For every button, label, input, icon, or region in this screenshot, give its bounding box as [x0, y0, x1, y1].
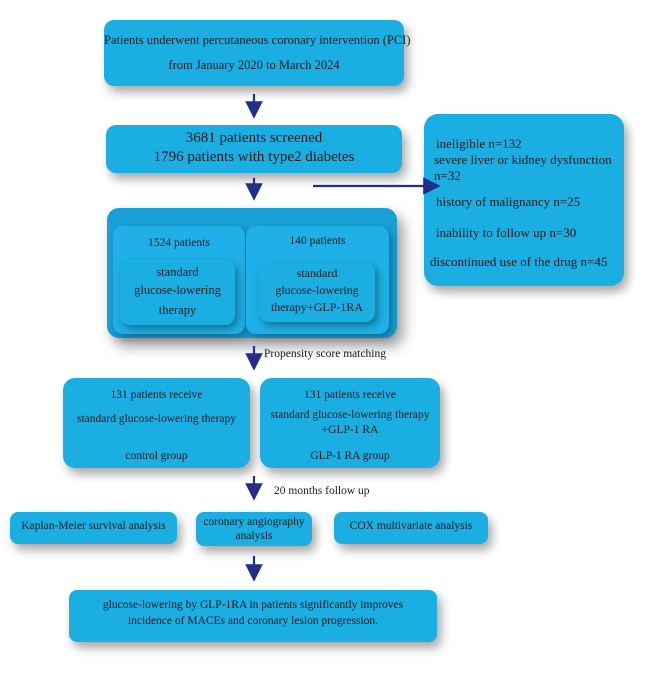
groups-container: 1524 patients standard glucose-lowering … — [107, 208, 397, 338]
glp1-line4: GLP-1 RA group — [310, 450, 390, 462]
angiography-box: coronary angiography analysis — [196, 512, 312, 546]
pci-patients-box: Patients underwent percutaneous coronary… — [104, 20, 411, 86]
exclusion-follow-up: inability to follow up n=30 — [436, 225, 577, 240]
conclusion-line1: glucose-lowering by GLP-1RA in patients … — [102, 599, 404, 611]
pci-line-1: Patients underwent percutaneous coronary… — [104, 33, 411, 47]
pci-line-2: from January 2020 to March 2024 — [168, 58, 340, 72]
group-right-therapy-line3: therapy+GLP-1RA — [270, 300, 364, 314]
diabetes-count: 1796 patients with type2 diabetes — [153, 149, 355, 165]
cox-analysis-label: COX multivariate analysis — [349, 520, 473, 532]
group-right-count: 140 patients — [289, 235, 346, 247]
cox-analysis-box: COX multivariate analysis — [334, 512, 488, 544]
group-left-therapy-line1: standard — [156, 265, 199, 279]
glp1-line2: standard glucose-lowering therapy — [270, 409, 430, 421]
control-line3: control group — [125, 450, 188, 462]
control-line2: standard glucose-lowering therapy — [76, 413, 237, 425]
group-left-card: 1524 patients standard glucose-lowering … — [113, 226, 245, 334]
angiography-line2: analysis — [235, 530, 273, 542]
km-analysis-label: Kaplan-Meier survival analysis — [21, 520, 166, 532]
conclusion-box: glucose-lowering by GLP-1RA in patients … — [69, 590, 437, 642]
glp1-line3: +GLP-1 RA — [321, 424, 379, 436]
exclusion-liver-kidney-count: n=32 — [434, 168, 461, 183]
exclusion-liver-kidney: severe liver or kidney dysfunction — [434, 152, 612, 167]
km-analysis-box: Kaplan-Meier survival analysis — [10, 512, 177, 544]
propensity-score-label: Propensity score matching — [264, 348, 387, 360]
group-right-therapy-line2: glucose-lowering — [275, 283, 359, 297]
exclusion-box: ineligible n=132 severe liver or kidney … — [424, 114, 624, 286]
control-line1: 131 patients receive — [110, 389, 203, 401]
group-left-therapy-line3: therapy — [158, 303, 197, 317]
group-right-therapy-line1: standard — [296, 266, 338, 280]
exclusion-malignancy: history of malignancy n=25 — [436, 194, 581, 209]
control-group-box: 131 patients receive standard glucose-lo… — [63, 378, 250, 468]
screened-count: 3681 patients screened — [185, 130, 323, 146]
glp1-group-box: 131 patients receive standard glucose-lo… — [260, 378, 440, 468]
group-right-card: 140 patients standard glucose-lowering t… — [246, 226, 389, 334]
exclusion-discontinued: discontinued use of the drug n=45 — [430, 254, 608, 269]
screening-box: 3681 patients screened 1796 patients wit… — [106, 125, 402, 173]
glp1-line1: 131 patients receive — [304, 389, 396, 401]
angiography-line1: coronary angiography — [203, 516, 305, 528]
group-left-therapy: standard glucose-lowering therapy — [120, 260, 235, 325]
exclusion-ineligible: ineligible n=132 — [436, 136, 522, 151]
group-left-therapy-line2: glucose-lowering — [134, 283, 221, 297]
follow-up-label: 20 months follow up — [274, 485, 370, 497]
group-left-count: 1524 patients — [148, 237, 210, 249]
conclusion-line2: incidence of MACEs and coronary lesion p… — [127, 615, 379, 627]
group-right-therapy: standard glucose-lowering therapy+GLP-1R… — [259, 262, 375, 322]
